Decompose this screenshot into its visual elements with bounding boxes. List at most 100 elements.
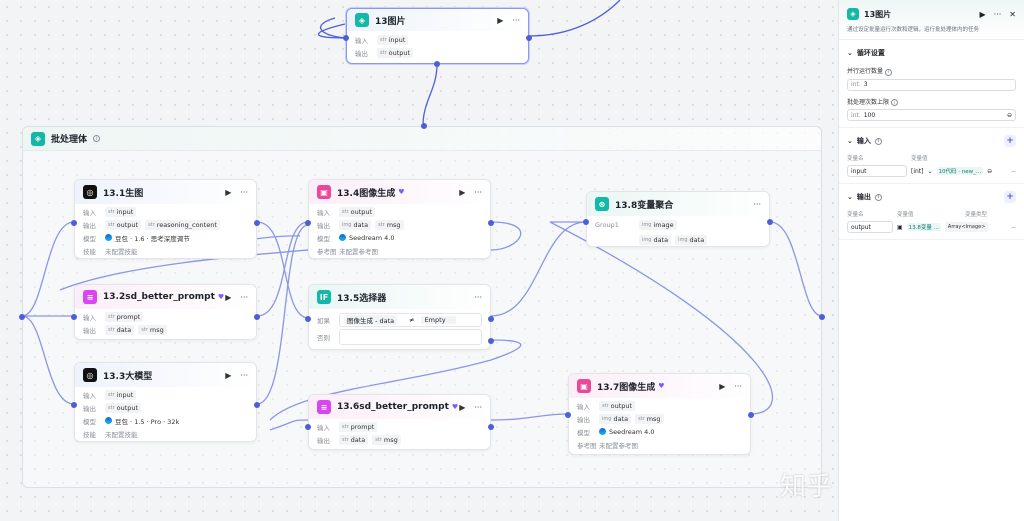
- more-icon[interactable]: ···: [240, 370, 248, 380]
- run-icon[interactable]: ▶: [459, 402, 466, 412]
- chevron-down-icon[interactable]: ⌄: [847, 137, 853, 145]
- node-title: 13.8变量聚合: [615, 200, 674, 211]
- input-port[interactable]: [305, 220, 311, 226]
- bottom-port[interactable]: [434, 61, 440, 67]
- loop-node-header: ◈ 13图片 ▶ ···: [347, 9, 528, 31]
- if-icon: IF: [317, 290, 331, 304]
- else-box[interactable]: [339, 329, 482, 345]
- model-selector: Seedream 4.0: [599, 428, 655, 436]
- image-icon: ▣: [897, 223, 903, 231]
- output-port[interactable]: [254, 314, 260, 320]
- more-icon[interactable]: ···: [474, 187, 482, 197]
- model-selector: 豆包 · 1.5 · Pro · 32k: [105, 416, 179, 426]
- variable-picker-icon[interactable]: ⊖: [987, 167, 993, 175]
- info-icon[interactable]: i: [884, 68, 892, 76]
- more-icon[interactable]: ···: [240, 187, 248, 197]
- input-port[interactable]: [305, 424, 311, 430]
- model-logo-icon: [599, 428, 606, 435]
- verified-icon: ♥: [658, 382, 665, 390]
- input-port[interactable]: [305, 316, 311, 322]
- node-title: 13.2sd_better_prompt: [103, 292, 215, 302]
- more-icon[interactable]: ···: [993, 9, 1002, 19]
- max-count-input[interactable]: int.100 ⊖: [847, 109, 1016, 121]
- run-icon[interactable]: ▶: [459, 187, 466, 197]
- batch-left-port[interactable]: [19, 314, 25, 320]
- input-var-name-field[interactable]: input: [847, 165, 907, 177]
- info-icon[interactable]: i: [890, 99, 898, 106]
- batch-top-port[interactable]: [421, 123, 427, 129]
- input-port[interactable]: [71, 314, 77, 320]
- more-icon[interactable]: ···: [512, 15, 520, 25]
- loop-icon: ◈: [355, 13, 369, 27]
- chevron-down-icon[interactable]: ⌄: [847, 193, 853, 201]
- run-icon[interactable]: ▶: [225, 187, 232, 197]
- batch-title: 批处理体: [51, 135, 88, 145]
- output-var-value[interactable]: 13.8变量 ...: [906, 223, 941, 231]
- info-icon[interactable]: i: [93, 135, 101, 142]
- run-icon[interactable]: ▶: [497, 15, 504, 25]
- condition-left: 图像生成 - data: [344, 315, 398, 325]
- variable-picker-icon[interactable]: ⊖: [1006, 111, 1012, 119]
- remove-icon[interactable]: −: [1010, 223, 1016, 231]
- more-icon[interactable]: ···: [474, 292, 482, 302]
- add-input-button[interactable]: +: [1004, 135, 1016, 147]
- wire: [422, 63, 438, 127]
- info-icon[interactable]: i: [874, 137, 882, 145]
- chevron-down-icon[interactable]: ⌄: [847, 49, 853, 57]
- verified-icon: ♥: [217, 293, 225, 301]
- run-icon[interactable]: ▶: [225, 370, 232, 380]
- else-port[interactable]: [488, 338, 494, 344]
- output-port[interactable]: [767, 219, 773, 225]
- parallel-count-input[interactable]: int.3: [847, 78, 1016, 91]
- run-icon[interactable]: ▶: [719, 381, 726, 391]
- model-selector: Seedream 4.0: [339, 234, 395, 242]
- output-var-name-field[interactable]: output: [847, 221, 893, 233]
- condition-box[interactable]: 图像生成 - data ≠ Empty: [339, 313, 482, 327]
- info-icon[interactable]: i: [874, 193, 882, 201]
- run-icon[interactable]: ▶: [225, 292, 232, 302]
- output-port[interactable]: [748, 412, 754, 418]
- output-port[interactable]: [254, 220, 260, 226]
- input-port[interactable]: [343, 35, 349, 41]
- input-label: 输入: [355, 36, 368, 45]
- output-port[interactable]: [488, 220, 494, 226]
- more-icon[interactable]: ···: [474, 402, 482, 412]
- node-13-5[interactable]: IF 13.5选择器 ··· 如果 图像生成 - data ≠ Empty 否则: [305, 284, 494, 350]
- model-logo-icon: [339, 234, 346, 241]
- input-var-value[interactable]: 10代码 · new_...: [936, 167, 984, 175]
- model-logo-icon: [105, 234, 112, 241]
- output-port[interactable]: [488, 424, 494, 430]
- input-port[interactable]: [565, 412, 571, 418]
- remove-icon[interactable]: −: [1010, 167, 1016, 175]
- input-var-type[interactable]: [int]: [911, 167, 924, 175]
- loop-settings-section: ⌄循环设置 并行运行数量 i int.3 批处理次数上限 i int.100 ⊖: [839, 40, 1024, 128]
- run-icon[interactable]: ▶: [979, 9, 986, 19]
- add-output-button[interactable]: +: [1004, 191, 1016, 203]
- text-icon: ≡: [317, 400, 331, 414]
- if-port[interactable]: [488, 316, 494, 322]
- chevron-down-icon[interactable]: ⌄: [927, 167, 933, 175]
- more-icon[interactable]: ···: [240, 292, 248, 302]
- batch-right-port[interactable]: [819, 314, 825, 320]
- output-var-type: Array<Image>: [944, 222, 989, 232]
- more-icon[interactable]: ···: [753, 199, 761, 209]
- close-icon[interactable]: ✕: [1009, 9, 1016, 19]
- more-icon[interactable]: ···: [734, 381, 742, 391]
- output-port[interactable]: [254, 402, 260, 408]
- output-port[interactable]: [526, 35, 532, 41]
- input-port[interactable]: [583, 219, 589, 225]
- batch-icon: ◈: [31, 131, 45, 146]
- input-port[interactable]: [71, 402, 77, 408]
- input-port[interactable]: [71, 220, 77, 226]
